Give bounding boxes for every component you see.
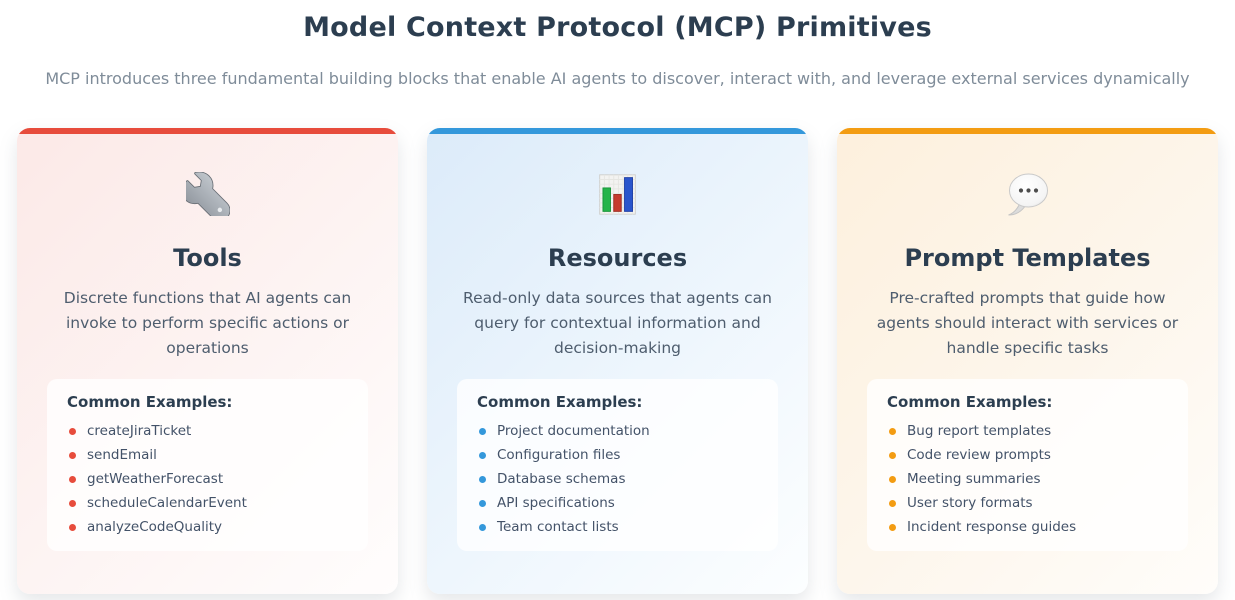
bullet-dot: [69, 451, 76, 459]
examples-box: Common Examples: Bug report templates Co…: [867, 379, 1188, 551]
example-text: Database schemas: [497, 471, 626, 487]
examples-box: Common Examples: Project documentation C…: [457, 379, 778, 551]
card-tools: Tools Discrete functions that AI agents …: [17, 128, 398, 594]
example-text: analyzeCodeQuality: [87, 519, 223, 535]
bullet-dot: [69, 475, 76, 483]
page-title: Model Context Protocol (MCP) Primitives: [303, 12, 932, 43]
examples-heading: Common Examples:: [887, 393, 1053, 411]
examples-list: Bug report templates Code review prompts…: [887, 419, 1168, 539]
example-text: Incident response guides: [907, 519, 1077, 535]
card-icon-wrap: [837, 168, 1218, 220]
card-description: Discrete functions that AI agents can in…: [63, 289, 352, 357]
bullet-dot: [69, 523, 76, 531]
card-description: Read-only data sources that agents can q…: [463, 289, 772, 357]
example-text: scheduleCalendarEvent: [87, 495, 247, 511]
example-text: Code review prompts: [907, 447, 1051, 463]
bullet-dot: [889, 523, 896, 531]
example-item: Bug report templates: [887, 419, 1168, 443]
card-title: Resources: [547, 244, 688, 272]
example-text: Configuration files: [497, 447, 621, 463]
bullet-dot: [889, 475, 896, 483]
card-title: Prompt Templates: [904, 244, 1151, 272]
card-description: Pre-crafted prompts that guide how agent…: [876, 289, 1179, 357]
example-text: API specifications: [497, 495, 615, 511]
bullet-dot: [479, 499, 486, 507]
card-title: Tools: [173, 244, 242, 272]
example-item: Team contact lists: [477, 515, 758, 539]
example-item: Configuration files: [477, 443, 758, 467]
bullet-dot: [69, 499, 76, 507]
page-subtitle: MCP introduces three fundamental buildin…: [45, 69, 1190, 88]
example-item: sendEmail: [67, 443, 348, 467]
bullet-dot: [69, 427, 76, 435]
example-text: createJiraTicket: [87, 423, 192, 439]
card-icon-wrap: [427, 168, 808, 220]
bullet-dot: [889, 427, 896, 435]
card-accent-bar: [837, 128, 1218, 134]
example-item: Meeting summaries: [887, 467, 1168, 491]
examples-heading: Common Examples:: [67, 393, 233, 411]
card-accent-bar: [17, 128, 398, 134]
bullet-dot: [479, 451, 486, 459]
bullet-dot: [479, 523, 486, 531]
example-text: Project documentation: [497, 423, 650, 439]
examples-list: Project documentation Configuration file…: [477, 419, 758, 539]
example-item: Database schemas: [477, 467, 758, 491]
example-text: sendEmail: [87, 447, 157, 463]
examples-list: createJiraTicket sendEmail getWeatherFor…: [67, 419, 348, 539]
bullet-dot: [479, 427, 486, 435]
example-text: User story formats: [907, 495, 1033, 511]
bullet-dot: [889, 499, 896, 507]
bullet-dot: [479, 475, 486, 483]
example-text: Bug report templates: [907, 423, 1052, 439]
example-item: Code review prompts: [887, 443, 1168, 467]
example-item: Project documentation: [477, 419, 758, 443]
card-accent-bar: [427, 128, 808, 134]
example-item: getWeatherForecast: [67, 467, 348, 491]
card-prompt-templates: Prompt Templates Pre-crafted prompts tha…: [837, 128, 1218, 594]
card-icon-wrap: [17, 168, 398, 220]
example-item: createJiraTicket: [67, 419, 348, 443]
wrench-icon: [185, 172, 230, 216]
card-resources: Resources Read-only data sources that ag…: [427, 128, 808, 594]
example-item: API specifications: [477, 491, 758, 515]
speech-balloon-icon: [1007, 173, 1048, 216]
bar-chart-icon: [599, 173, 636, 215]
example-text: Team contact lists: [497, 519, 619, 535]
example-text: getWeatherForecast: [87, 471, 224, 487]
example-text: Meeting summaries: [907, 471, 1041, 487]
example-item: Incident response guides: [887, 515, 1168, 539]
examples-box: Common Examples: createJiraTicket sendEm…: [47, 379, 368, 551]
cards-container: Tools Discrete functions that AI agents …: [0, 128, 1235, 594]
examples-heading: Common Examples:: [477, 393, 643, 411]
example-item: scheduleCalendarEvent: [67, 491, 348, 515]
bullet-dot: [889, 451, 896, 459]
example-item: analyzeCodeQuality: [67, 515, 348, 539]
example-item: User story formats: [887, 491, 1168, 515]
